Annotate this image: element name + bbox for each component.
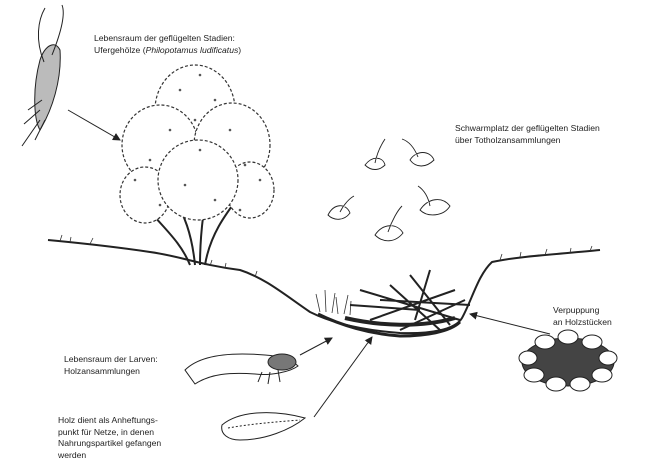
label-adult-habitat-prefix: Ufergehölze ( xyxy=(94,45,146,55)
label-adult-habitat-suffix: ) xyxy=(238,45,241,55)
adult-caddisfly-drawing xyxy=(22,5,63,146)
pupal-case-cluster xyxy=(519,330,617,391)
label-larval-habitat-line2: Holzansammlungen xyxy=(64,366,158,378)
larva-drawing xyxy=(185,354,298,384)
label-swarming-site-line1: Schwarmplatz der geflügelten Stadien xyxy=(455,123,600,135)
label-swarming-site-line2: über Totholzansammlungen xyxy=(455,135,600,147)
label-pupation-line2: an Holzstücken xyxy=(553,317,612,329)
dead-wood-accumulation xyxy=(345,270,470,330)
label-pupation: Verpuppung an Holzstücken xyxy=(553,305,612,328)
label-adult-habitat-species: Philopotamus ludificatus xyxy=(146,45,239,55)
swarming-adults xyxy=(328,139,450,241)
label-larval-habitat: Lebensraum der Larven: Holzansammlungen xyxy=(64,354,158,377)
label-pupation-line1: Verpuppung xyxy=(553,305,612,317)
label-swarming-site: Schwarmplatz der geflügelten Stadien übe… xyxy=(455,123,600,146)
grass-tufts xyxy=(60,235,592,315)
arrow-adult-to-tree xyxy=(68,110,120,140)
label-net-attachment-line3: Nahrungspartikel gefangen xyxy=(58,438,161,450)
label-larval-habitat-line1: Lebensraum der Larven: xyxy=(64,354,158,366)
arrow-pupae-to-wood xyxy=(470,314,550,334)
label-net-attachment-line1: Holz dient als Anheftungs- xyxy=(58,415,161,427)
label-net-attachment: Holz dient als Anheftungs- punkt für Net… xyxy=(58,415,161,461)
tree-foliage xyxy=(120,65,274,223)
label-net-attachment-line2: punkt für Netze, in denen xyxy=(58,427,161,439)
stream-bed-profile xyxy=(48,240,600,336)
label-adult-habitat: Lebensraum der geflügelten Stadien: Ufer… xyxy=(94,33,241,56)
label-adult-habitat-line2: Ufergehölze (Philopotamus ludificatus) xyxy=(94,45,241,57)
label-adult-habitat-line1: Lebensraum der geflügelten Stadien: xyxy=(94,33,241,45)
arrow-larva-to-wood xyxy=(300,338,332,355)
arrow-net-to-wood xyxy=(314,337,372,417)
label-net-attachment-line4: werden xyxy=(58,450,161,462)
riparian-tree xyxy=(120,65,274,265)
net-on-wood-drawing xyxy=(222,413,305,440)
